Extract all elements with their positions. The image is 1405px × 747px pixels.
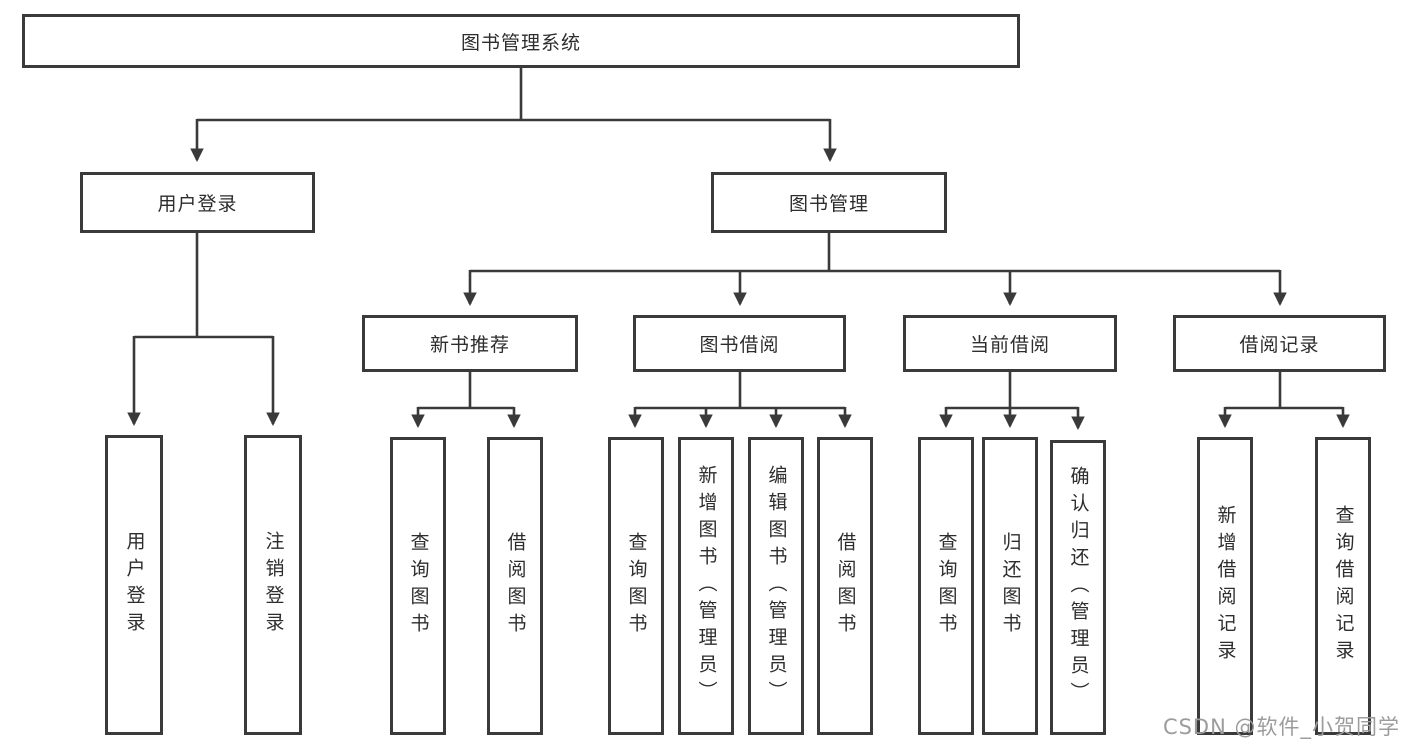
node-current-borrowing: 当前借阅 (903, 315, 1117, 372)
leaf-confirm-return-admin: 确认归还（管理员） (1050, 440, 1106, 735)
leaf-label: 查询图书 (407, 532, 430, 640)
leaf-label: 归还图书 (999, 532, 1022, 640)
leaf-add-books-admin: 新增图书（管理员） (678, 437, 734, 735)
leaf-edit-books-admin: 编辑图书（管理员） (748, 437, 804, 735)
node-user-login: 用户登录 (80, 172, 315, 233)
node-new-book-recommend: 新书推荐 (362, 315, 578, 372)
leaf-label: 查询图书 (625, 532, 648, 640)
leaf-label: 注销登录 (262, 531, 285, 639)
leaf-label: 编辑图书（管理员） (765, 464, 788, 708)
leaf-label: 查询借阅记录 (1332, 505, 1355, 667)
leaf-user-login: 用户登录 (105, 435, 163, 735)
csdn-watermark: CSDN @软件_小贺同学 (1162, 715, 1400, 739)
leaf-current-query-books: 查询图书 (918, 437, 974, 735)
leaf-borrowing-borrow-books: 借阅图书 (817, 437, 873, 735)
node-book-borrowing: 图书借阅 (633, 315, 846, 372)
leaf-add-borrow-record: 新增借阅记录 (1197, 437, 1253, 735)
leaf-recommend-borrow-books: 借阅图书 (487, 437, 543, 735)
leaf-label: 借阅图书 (834, 532, 857, 640)
leaf-label: 查询图书 (935, 532, 958, 640)
leaf-return-books: 归还图书 (982, 437, 1038, 735)
node-borrowing-records: 借阅记录 (1173, 315, 1386, 372)
node-root: 图书管理系统 (22, 14, 1020, 68)
leaf-recommend-query-books: 查询图书 (390, 437, 446, 735)
node-book-management: 图书管理 (711, 172, 947, 233)
leaf-label: 新增借阅记录 (1214, 505, 1237, 667)
leaf-label: 确认归还（管理员） (1067, 466, 1090, 709)
leaf-label: 借阅图书 (504, 532, 527, 640)
leaf-query-borrow-record: 查询借阅记录 (1315, 437, 1371, 735)
leaf-label: 用户登录 (123, 531, 146, 639)
leaf-borrowing-query-books: 查询图书 (608, 437, 664, 735)
leaf-logout: 注销登录 (244, 435, 302, 735)
leaf-label: 新增图书（管理员） (695, 464, 718, 708)
